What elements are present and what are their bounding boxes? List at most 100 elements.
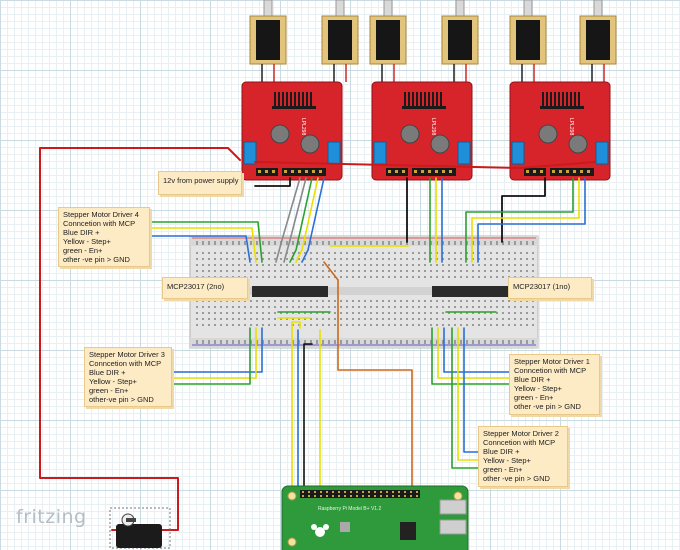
breadboard-hole	[196, 312, 198, 314]
wire-yellow-n2	[457, 327, 479, 461]
breadboard-hole	[454, 243, 456, 245]
breadboard-hole	[232, 324, 234, 326]
breadboard-hole	[472, 324, 474, 326]
terminal-block-left	[243, 141, 257, 165]
breadboard-hole	[280, 318, 282, 320]
breadboard-hole	[352, 252, 354, 254]
breadboard-hole	[430, 276, 432, 278]
breadboard-hole	[304, 342, 306, 344]
gpio-pin	[398, 491, 400, 493]
breadboard-hole	[334, 312, 336, 314]
breadboard-hole	[202, 241, 204, 243]
breadboard-hole	[466, 243, 468, 245]
breadboard-hole	[526, 300, 528, 302]
header-pin	[388, 170, 391, 173]
breadboard-hole	[394, 270, 396, 272]
gpio-pin	[398, 495, 400, 497]
breadboard-hole	[520, 342, 522, 344]
note-12v-power-supply: 12v from power supply	[158, 171, 242, 195]
breadboard-hole	[430, 306, 432, 308]
breadboard-hole	[448, 264, 450, 266]
heatsink-fin	[428, 92, 430, 106]
breadboard-hole	[292, 340, 294, 342]
breadboard-hole	[496, 340, 498, 342]
breadboard-hole	[496, 324, 498, 326]
gpio-pin	[374, 495, 376, 497]
breadboard-hole	[220, 243, 222, 245]
breadboard-hole	[418, 340, 420, 342]
breadboard-hole	[226, 312, 228, 314]
breadboard-hole	[424, 318, 426, 320]
breadboard-hole	[466, 342, 468, 344]
breadboard-hole	[370, 243, 372, 245]
breadboard-hole	[340, 264, 342, 266]
breadboard-hole	[328, 264, 330, 266]
breadboard-hole	[364, 243, 366, 245]
breadboard-hole	[292, 258, 294, 260]
wires	[39, 147, 596, 531]
breadboard-hole	[298, 340, 300, 342]
gpio-pin	[416, 495, 418, 497]
breadboard-hole	[448, 340, 450, 342]
l298-driver-board-2: LPL298	[371, 81, 473, 181]
breadboard-hole	[484, 243, 486, 245]
breadboard-hole	[202, 340, 204, 342]
gpio-pin	[386, 495, 388, 497]
breadboard-hole	[454, 270, 456, 272]
breadboard-hole	[526, 306, 528, 308]
breadboard-hole	[238, 324, 240, 326]
breadboard-hole	[238, 252, 240, 254]
breadboard-hole	[382, 241, 384, 243]
header-pin	[258, 170, 261, 173]
breadboard-hole	[280, 276, 282, 278]
breadboard-hole	[484, 270, 486, 272]
header-pin	[298, 170, 301, 173]
breadboard-hole	[454, 264, 456, 266]
breadboard-hole	[334, 241, 336, 243]
breadboard-hole	[334, 318, 336, 320]
breadboard-hole	[352, 264, 354, 266]
breadboard-hole	[262, 264, 264, 266]
breadboard-hole	[196, 306, 198, 308]
breadboard-hole	[292, 324, 294, 326]
breadboard-hole	[214, 258, 216, 260]
breadboard-hole	[514, 342, 516, 344]
breadboard-hole	[394, 258, 396, 260]
breadboard-hole	[250, 340, 252, 342]
breadboard-hole	[412, 306, 414, 308]
breadboard-hole	[526, 318, 528, 320]
solenoid-coil-1	[249, 0, 287, 82]
breadboard-hole	[478, 270, 480, 272]
header-pin	[395, 170, 398, 173]
breadboard-hole	[436, 264, 438, 266]
header-pin	[540, 170, 543, 173]
breadboard-hole	[412, 324, 414, 326]
breadboard-hole	[298, 312, 300, 314]
breadboard-hole	[442, 312, 444, 314]
breadboard-hole	[334, 264, 336, 266]
breadboard-hole	[424, 270, 426, 272]
breadboard-hole	[472, 258, 474, 260]
breadboard-hole	[412, 252, 414, 254]
breadboard-hole	[316, 318, 318, 320]
breadboard-hole	[388, 340, 390, 342]
breadboard-hole	[352, 270, 354, 272]
breadboard-hole	[346, 324, 348, 326]
breadboard-hole	[196, 258, 198, 260]
breadboard-hole	[424, 312, 426, 314]
breadboard-hole	[436, 318, 438, 320]
driver-pcb	[371, 81, 473, 181]
breadboard-hole	[472, 300, 474, 302]
breadboard-hole	[460, 312, 462, 314]
terminal-block-right	[457, 141, 471, 165]
breadboard-hole	[280, 306, 282, 308]
wire-black-gnd-3	[501, 177, 546, 243]
breadboard-hole	[328, 276, 330, 278]
breadboard-hole	[196, 241, 198, 243]
breadboard-hole	[430, 241, 432, 243]
breadboard-hole	[448, 312, 450, 314]
gpio-pin	[338, 491, 340, 493]
heatsink-fin	[408, 92, 410, 106]
breadboard-hole	[502, 243, 504, 245]
breadboard-hole	[370, 252, 372, 254]
